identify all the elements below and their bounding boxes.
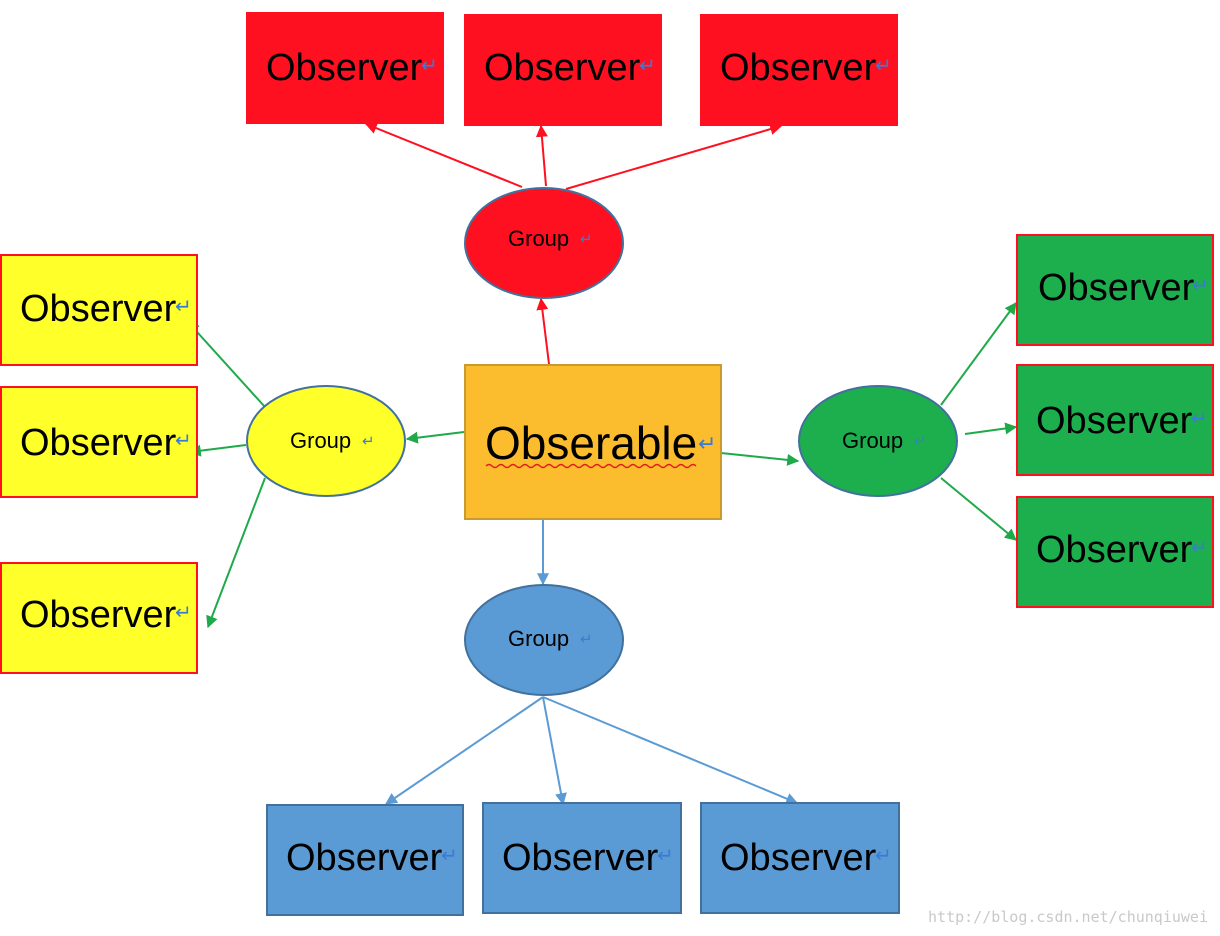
paragraph-mark-icon: ↵ (580, 630, 593, 648)
yellow-group-to-observer-2-arrow (188, 444, 247, 457)
observer-node-yellow-1: Observer ↵ (0, 254, 198, 366)
group-label-green: Group (842, 428, 903, 453)
paragraph-mark-icon: ↵ (875, 53, 892, 77)
paragraph-mark-icon: ↵ (175, 428, 192, 452)
observer-box (0, 254, 198, 366)
observer-node-yellow-3: Observer ↵ (0, 562, 198, 674)
observer-node-green-2: Observer ↵ (1016, 364, 1214, 476)
paragraph-mark-icon: ↵ (1192, 273, 1209, 297)
blue-group-to-observer-1-arrow (385, 696, 544, 805)
group-node-yellow: Group ↵ (246, 385, 406, 497)
observer-box (266, 804, 464, 916)
observer-label: Observer (1036, 400, 1193, 442)
observer-label: Observer (20, 422, 177, 464)
observer-node-blue-3: Observer ↵ (700, 802, 900, 914)
paragraph-mark-icon: ↵ (914, 432, 927, 450)
observer-label: Observer (20, 594, 177, 636)
paragraph-mark-icon: ↵ (362, 432, 375, 450)
obserable-box (464, 364, 722, 520)
observer-box (700, 802, 900, 914)
paragraph-mark-icon: ↵ (580, 230, 593, 248)
observer-box (0, 386, 198, 498)
paragraph-mark-icon: ↵ (698, 432, 716, 457)
green-group-to-observer-2-arrow (964, 422, 1018, 435)
center-to-green-group-arrow (720, 452, 800, 466)
green-group-to-observer-1-arrow (940, 302, 1017, 406)
observer-box (1016, 234, 1214, 346)
paragraph-mark-icon: ↵ (421, 53, 438, 77)
observer-label: Observer (1036, 529, 1193, 571)
observer-label: Observer (484, 47, 641, 89)
obserable-label: Obserable (485, 417, 697, 469)
observer-label: Observer (20, 288, 177, 330)
observer-node-blue-2: Observer ↵ (482, 802, 682, 914)
paragraph-mark-icon: ↵ (639, 53, 656, 77)
watermark-url: http://blog.csdn.net/chunqiuwei (928, 908, 1208, 926)
group-node-green: Group ↵ (798, 385, 958, 497)
group-ellipse-green (798, 385, 958, 497)
observer-node-red-1: Observer ↵ (246, 12, 444, 124)
group-node-blue: Group ↵ (464, 584, 624, 696)
group-ellipse-yellow (246, 385, 406, 497)
observer-box (700, 14, 898, 126)
observer-box (1016, 364, 1214, 476)
red-group-to-observer-3-arrow (565, 123, 783, 190)
group-label-yellow: Group (290, 428, 351, 453)
paragraph-mark-icon: ↵ (1191, 535, 1208, 559)
observer-box (1016, 496, 1214, 608)
observer-label: Observer (266, 47, 423, 89)
observer-node-red-2: Observer ↵ (464, 14, 662, 126)
green-group-to-observer-3-arrow (940, 477, 1017, 541)
observer-label: Observer (502, 837, 659, 879)
obserable-node: Obserable ↵ (464, 364, 722, 520)
yellow-group-to-observer-3-arrow (206, 477, 266, 629)
blue-group-to-observer-3-arrow (542, 696, 799, 805)
observer-box (482, 802, 682, 914)
observer-label: Observer (720, 837, 877, 879)
center-to-yellow-group-arrow (405, 431, 465, 444)
blue-group-to-observer-2-arrow (542, 696, 567, 806)
red-group-to-observer-2-arrow (535, 124, 548, 187)
observer-node-red-3: Observer ↵ (700, 14, 898, 126)
paragraph-mark-icon: ↵ (441, 843, 458, 867)
observer-label: Observer (1038, 267, 1195, 309)
observer-node-yellow-2: Observer ↵ (0, 386, 198, 498)
paragraph-mark-icon: ↵ (875, 843, 892, 867)
group-label-blue: Group (508, 626, 569, 651)
group-ellipse-red (464, 187, 624, 299)
observer-node-blue-1: Observer ↵ (266, 804, 464, 916)
observer-box (464, 14, 662, 126)
observer-box (0, 562, 198, 674)
group-label-red: Group (508, 226, 569, 251)
observer-label: Observer (286, 837, 443, 879)
spellcheck-underline (485, 463, 697, 469)
paragraph-mark-icon: ↵ (1191, 406, 1208, 430)
observer-node-green-1: Observer ↵ (1016, 234, 1214, 346)
observer-box (246, 12, 444, 124)
paragraph-mark-icon: ↵ (175, 294, 192, 318)
observer-node-green-3: Observer ↵ (1016, 496, 1214, 608)
group-node-red: Group ↵ (464, 187, 624, 299)
paragraph-mark-icon: ↵ (175, 600, 192, 624)
group-ellipse-blue (464, 584, 624, 696)
red-group-to-observer-1-arrow (364, 122, 523, 188)
paragraph-mark-icon: ↵ (657, 843, 674, 867)
yellow-group-to-observer-1-arrow (187, 321, 266, 408)
observer-label: Observer (720, 47, 877, 89)
center-to-red-group-arrow (536, 297, 550, 365)
